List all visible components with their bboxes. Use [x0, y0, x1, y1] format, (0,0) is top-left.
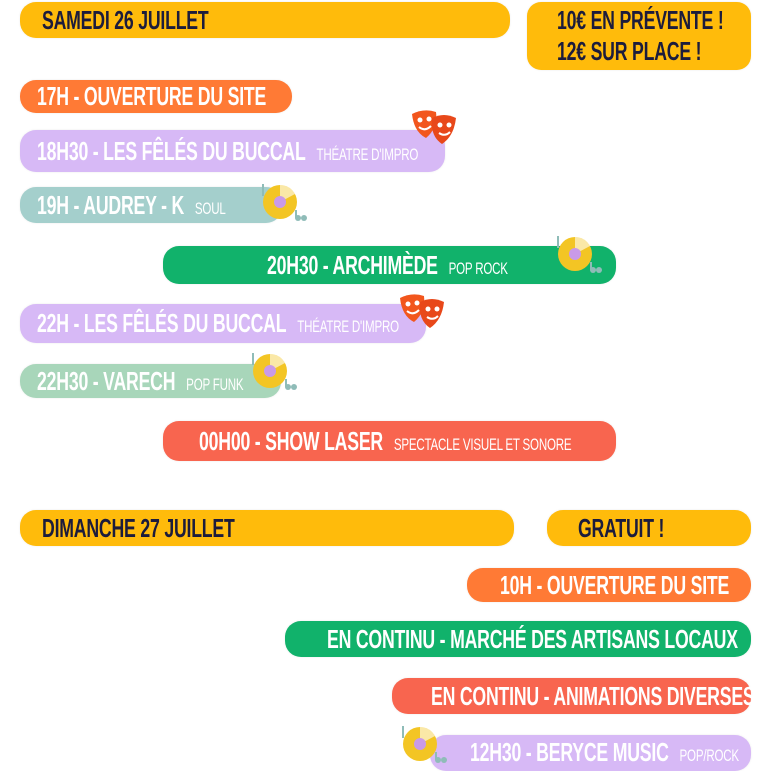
price-presale: 10€ EN PRÉVENTE !: [557, 5, 724, 35]
event-tag: THÉATRE D'IMPRO: [297, 317, 399, 336]
event-tag: SPECTACLE VISUEL ET SONORE: [393, 434, 572, 454]
event-tag: SOUL: [194, 198, 226, 218]
vinyl-disc-icon: [402, 725, 448, 764]
saturday-title: SAMEDI 26 JUILLET: [42, 4, 209, 35]
saturday-header: SAMEDI 26 JUILLET: [20, 2, 510, 38]
saturday-price-badge: 10€ EN PRÉVENTE ! 12€ SUR PLACE !: [527, 2, 751, 70]
event-tag: POP/ROCK: [679, 746, 740, 765]
event-tag: THÉATRE D'IMPRO: [316, 144, 419, 164]
event-opening-saturday: 17H - OUVERTURE DU SITE: [20, 80, 292, 113]
vinyl-disc-icon: [557, 235, 603, 274]
vinyl-disc-icon: [252, 352, 298, 391]
sunday-price-badge: GRATUIT !: [547, 510, 751, 546]
sunday-header: DIMANCHE 27 JUILLET: [20, 510, 514, 546]
theatre-masks-icon: [411, 109, 457, 145]
event-label: EN CONTINU - MARCHÉ DES ARTISANS LOCAUX: [327, 623, 738, 654]
event-label: 10H - OUVERTURE DU SITE: [500, 569, 730, 600]
event-label: EN CONTINU - ANIMATIONS DIVERSES: [431, 680, 755, 711]
event-tag: POP FUNK: [186, 374, 244, 394]
vinyl-disc-icon: [262, 183, 308, 222]
event-artisans-market: EN CONTINU - MARCHÉ DES ARTISANS LOCAUX: [285, 621, 751, 657]
event-animations: EN CONTINU - ANIMATIONS DIVERSES: [392, 678, 755, 714]
event-opening-sunday: 10H - OUVERTURE DU SITE: [467, 568, 751, 602]
price-onsite: 12€ SUR PLACE !: [557, 36, 702, 66]
event-label: 17H - OUVERTURE DU SITE: [37, 81, 267, 111]
theatre-masks-icon: [399, 293, 445, 329]
event-tag: POP ROCK: [448, 258, 508, 278]
price-free: GRATUIT !: [578, 512, 665, 543]
sunday-title: DIMANCHE 27 JUILLET: [42, 512, 235, 543]
